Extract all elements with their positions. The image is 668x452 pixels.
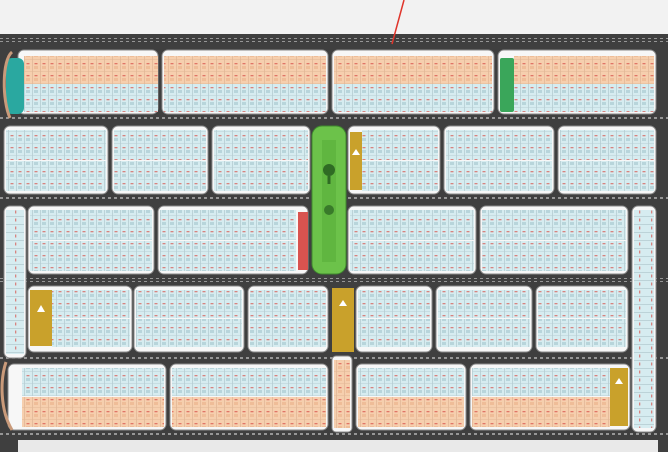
- row-2-blocks: [3, 125, 657, 195]
- tree-icon: [323, 164, 335, 215]
- teal-lot-marker: [6, 58, 24, 114]
- pointer-line: [391, 0, 405, 45]
- green-lot-marker: [500, 58, 514, 112]
- boundary-curve: [0, 361, 14, 431]
- row-1-blocks: [6, 49, 657, 115]
- utility-block: [298, 212, 308, 270]
- bottom-edge-blocks: [18, 440, 658, 452]
- amenity-block: [610, 368, 628, 426]
- building-icon: [37, 149, 623, 384]
- boundary-curve: [2, 50, 14, 119]
- central-park: [311, 125, 347, 275]
- outer-boundary: [0, 0, 668, 34]
- row-3-blocks: [3, 205, 657, 433]
- amenity-block: [332, 288, 354, 352]
- amenity-block: [350, 132, 362, 190]
- row-4-blocks: [27, 285, 629, 353]
- amenity-block: [30, 290, 52, 346]
- row-5-blocks: [7, 355, 631, 433]
